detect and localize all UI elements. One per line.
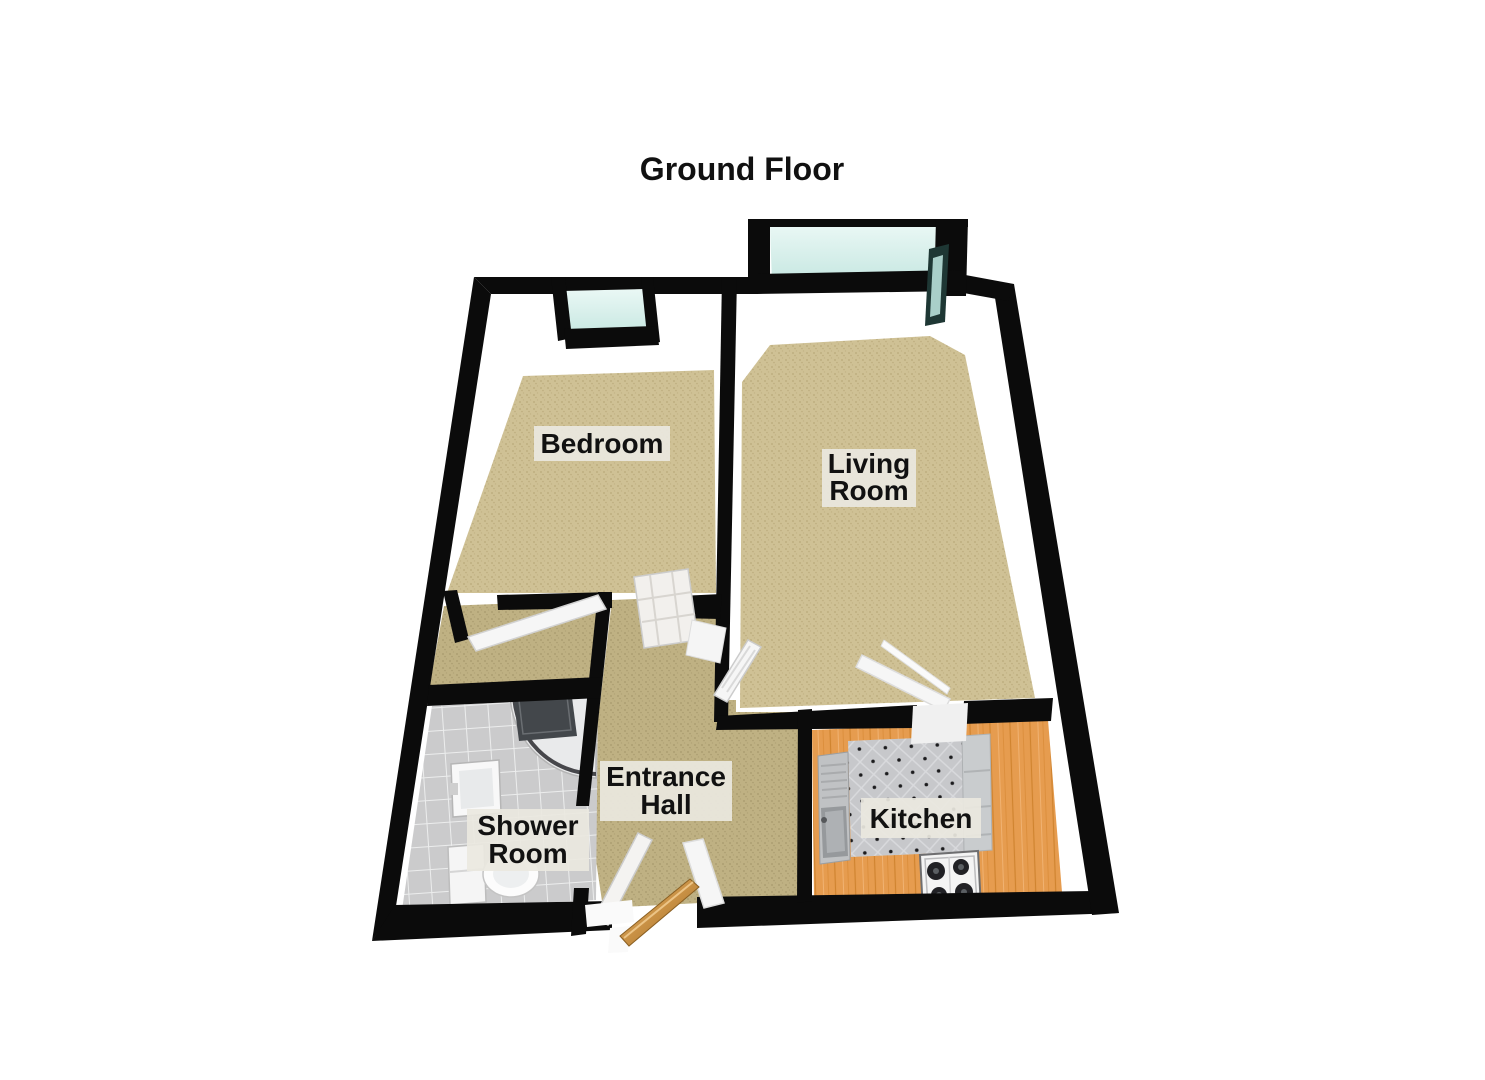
window-sill bbox=[757, 270, 962, 294]
hall-door-panel bbox=[685, 619, 727, 664]
entrance-hall-label: Entrance Hall bbox=[600, 761, 732, 821]
svg-text:Bedroom: Bedroom bbox=[541, 428, 664, 459]
living-room-floor bbox=[740, 336, 1035, 708]
wall-right bbox=[993, 284, 1119, 915]
svg-text:Kitchen: Kitchen bbox=[870, 803, 973, 834]
entrance-hall-floor bbox=[588, 597, 798, 908]
front-door-highlight bbox=[623, 881, 694, 939]
wall-kitchen-top-b bbox=[962, 698, 1053, 724]
living-room-label: Living Room bbox=[822, 448, 916, 507]
kitchen-floor-mat bbox=[848, 736, 964, 857]
front-door-panel bbox=[619, 878, 700, 947]
bathroom-sink bbox=[450, 759, 502, 818]
window-jamb-left bbox=[551, 277, 572, 341]
bedroom-wardrobe-door-panel bbox=[466, 594, 608, 652]
wall-bottom-left bbox=[372, 901, 612, 941]
bedroom-label: Bedroom bbox=[534, 426, 670, 461]
kitchen-sink-drainer-icon bbox=[820, 763, 848, 799]
living-room-window-glass bbox=[770, 224, 936, 283]
wall-top-right bbox=[958, 274, 1014, 301]
kitchen-doorway-threshold bbox=[911, 703, 968, 744]
window-sill bbox=[564, 326, 659, 349]
wall-bedroom-jamb bbox=[443, 590, 469, 643]
bedroom-window-glass bbox=[562, 289, 651, 336]
living-window-frame bbox=[748, 219, 968, 296]
kitchen-door-panel-2 bbox=[880, 639, 951, 695]
shower-room-label: Shower Room bbox=[467, 809, 589, 871]
shower-door-base bbox=[585, 900, 634, 927]
wall-top-left bbox=[474, 277, 758, 294]
kitchen-tap-icon bbox=[821, 817, 827, 823]
svg-text:Entrance: Entrance bbox=[606, 761, 726, 792]
bedroom-window-frame bbox=[551, 277, 660, 349]
svg-text:Hall: Hall bbox=[640, 789, 691, 820]
doors bbox=[466, 568, 968, 953]
wall-hall-left-lower bbox=[571, 888, 589, 936]
kitchen-label: Kitchen bbox=[861, 798, 981, 838]
wall-left bbox=[372, 277, 491, 941]
bedroom-floor bbox=[447, 370, 716, 593]
window-mullion-left bbox=[748, 219, 770, 292]
wall-kitchen-left bbox=[797, 709, 812, 903]
wall-shower-top bbox=[427, 677, 600, 706]
wall-kitchen-top-a bbox=[716, 705, 917, 730]
svg-text:Shower: Shower bbox=[477, 810, 578, 841]
living-room-door-panel bbox=[712, 639, 763, 703]
window-frame-top bbox=[748, 219, 968, 227]
kitchen-sink-bowl-inner bbox=[825, 810, 845, 853]
svg-text:Room: Room bbox=[829, 475, 908, 506]
room-labels: Bedroom Living Room Entrance Hall Shower… bbox=[467, 426, 981, 871]
walls bbox=[372, 274, 1119, 941]
living-window-corner-glass bbox=[930, 255, 943, 317]
svg-text:Living: Living bbox=[828, 448, 910, 479]
windows bbox=[551, 219, 968, 349]
svg-text:Room: Room bbox=[488, 838, 567, 869]
kitchen-fixtures bbox=[817, 733, 993, 914]
wall-hall-left bbox=[576, 592, 612, 806]
bedroom-door-panel bbox=[633, 568, 699, 649]
floor-title: Ground Floor bbox=[640, 151, 844, 187]
